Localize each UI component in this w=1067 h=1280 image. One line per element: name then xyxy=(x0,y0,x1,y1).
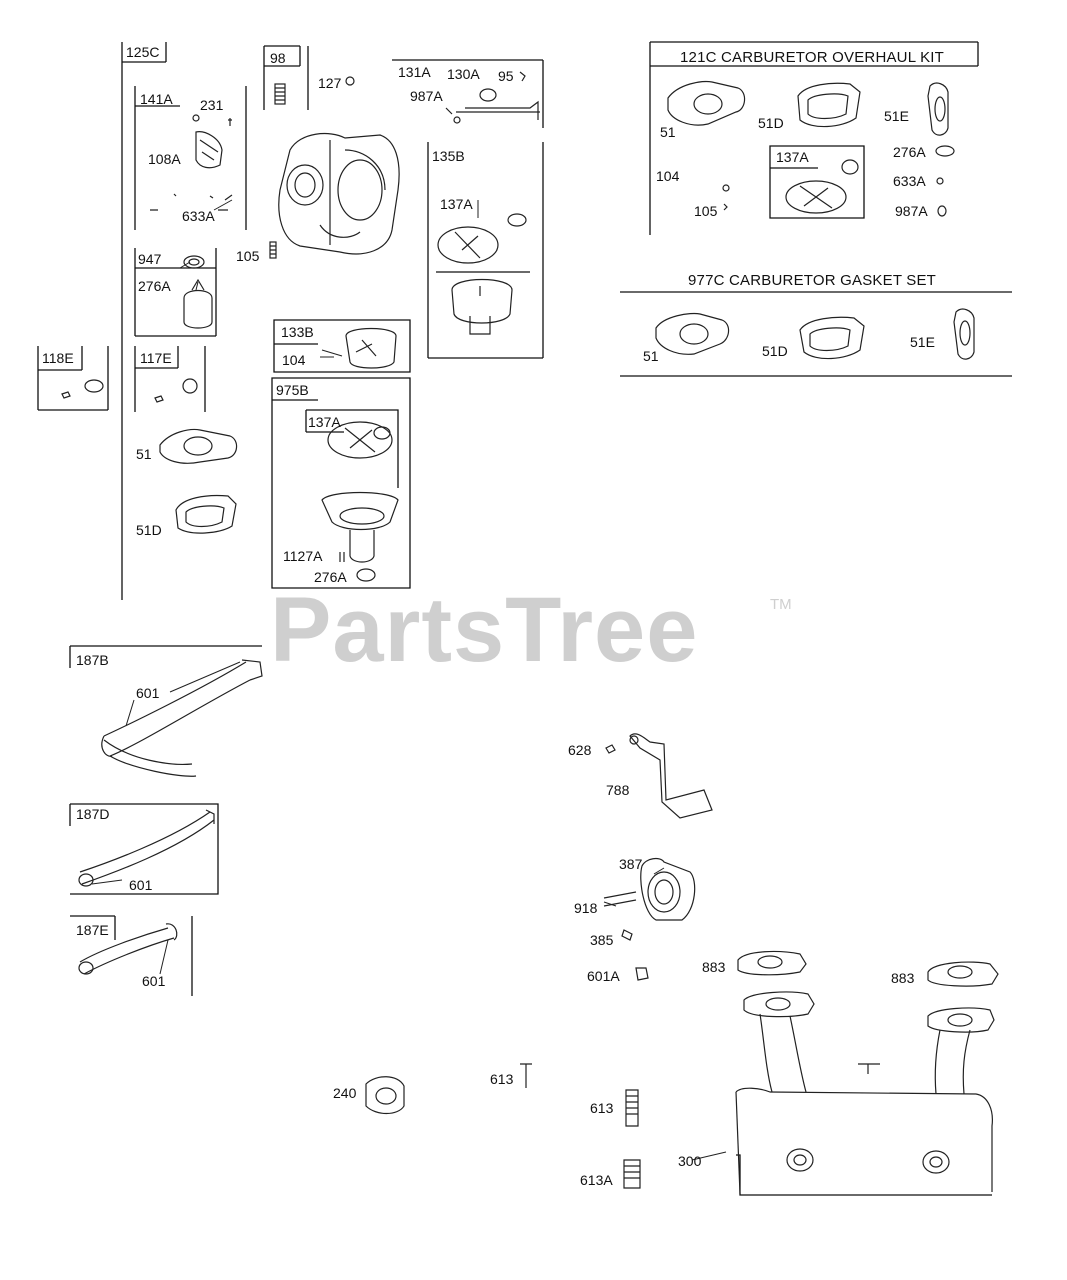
part-label: 118E xyxy=(42,350,74,366)
leader-lines xyxy=(91,199,727,1161)
part-label: 633A xyxy=(182,208,215,224)
part-label: 601 xyxy=(129,877,153,893)
part-label: 601 xyxy=(142,973,166,989)
part-label: 601A xyxy=(587,968,620,984)
part-label: 108A xyxy=(148,151,181,167)
part-label: 95 xyxy=(498,68,514,84)
part-label: 187D xyxy=(76,806,110,822)
part-label: 51D xyxy=(758,115,784,131)
part-label: 104 xyxy=(656,168,680,184)
part-label: 387 xyxy=(619,856,643,872)
part-label: 240 xyxy=(333,1085,357,1101)
part-label: 883 xyxy=(702,959,726,975)
part-label: 276A xyxy=(893,144,926,160)
float-bowl-drawings xyxy=(321,213,527,582)
part-label: 137A xyxy=(776,149,809,165)
part-label: 1127A xyxy=(283,548,323,564)
part-label: 125C xyxy=(126,44,160,60)
parts-small-fasteners xyxy=(61,71,540,403)
part-label: 788 xyxy=(606,782,630,798)
part-label: 135B xyxy=(432,148,465,164)
part-label: 51E xyxy=(884,108,909,124)
part-label: 51D xyxy=(762,343,788,359)
fuel-line-drawings xyxy=(78,659,263,975)
part-label: 918 xyxy=(574,900,598,916)
part-label: 987A xyxy=(410,88,443,104)
part-label: 141A xyxy=(140,91,173,107)
group-brackets xyxy=(37,41,1012,1196)
part-label: 613 xyxy=(490,1071,514,1087)
part-label: 300 xyxy=(678,1153,702,1169)
part-label: 613A xyxy=(580,1172,613,1188)
part-label: 133B xyxy=(281,324,314,340)
part-label: 130A xyxy=(447,66,480,82)
linkage-and-pump-drawings xyxy=(365,733,713,1189)
part-label: 98 xyxy=(270,50,286,66)
part-label: 883 xyxy=(891,970,915,986)
part-label: 51D xyxy=(136,522,162,538)
part-label: 613 xyxy=(590,1100,614,1116)
part-label: 137A xyxy=(440,196,473,212)
part-label: 51 xyxy=(136,446,152,462)
part-label: 276A xyxy=(314,569,347,585)
part-label: 127 xyxy=(318,75,342,91)
carburetor-body-drawing xyxy=(278,132,400,255)
part-label: 51 xyxy=(660,124,676,140)
overhaul-kit-title: 121C CARBURETOR OVERHAUL KIT xyxy=(680,49,944,66)
part-label: 601 xyxy=(136,685,160,701)
part-label: 628 xyxy=(568,742,592,758)
part-label: 987A xyxy=(895,203,928,219)
part-label: 633A xyxy=(893,173,926,189)
part-label: 231 xyxy=(200,97,224,113)
part-label: 187E xyxy=(76,922,109,938)
part-label: 947 xyxy=(138,251,162,267)
part-label: 104 xyxy=(282,352,306,368)
gasket-drawings xyxy=(159,80,975,534)
part-label: 385 xyxy=(590,932,614,948)
part-label: 131A xyxy=(398,64,431,80)
part-label: 137A xyxy=(308,414,341,430)
part-label: 117E xyxy=(140,350,172,366)
part-label: 276A xyxy=(138,278,171,294)
watermark-trademark: TM xyxy=(770,596,792,613)
part-label: 187B xyxy=(76,652,109,668)
gasket-set-title: 977C CARBURETOR GASKET SET xyxy=(688,272,937,289)
part-label: 51 xyxy=(643,348,659,364)
part-label: 105 xyxy=(236,248,260,264)
part-label: 51E xyxy=(910,334,935,350)
watermark-text: PartsTree xyxy=(270,579,699,681)
part-label: 105 xyxy=(694,203,718,219)
part-label: 975B xyxy=(276,382,309,398)
muffler-drawing xyxy=(735,950,999,1195)
